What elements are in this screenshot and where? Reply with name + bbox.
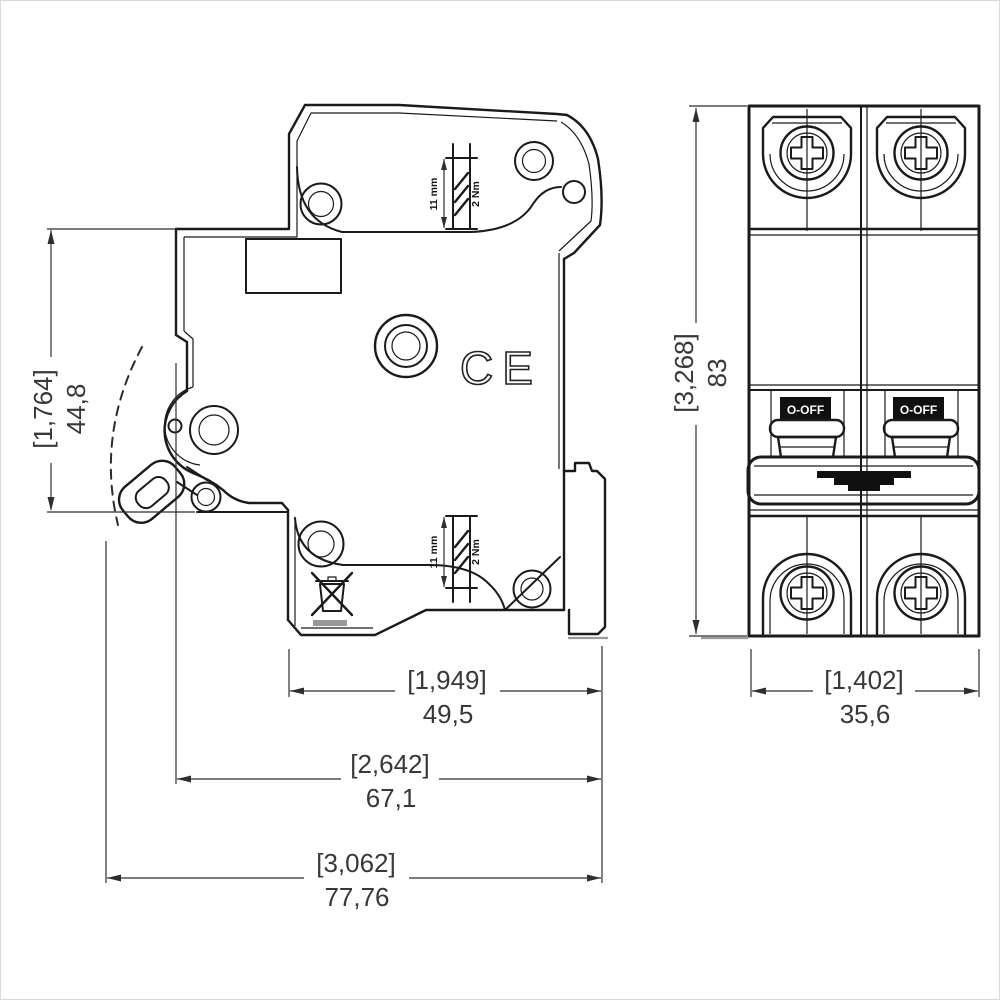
screw-hatch xyxy=(453,171,470,217)
strip-length-label: 11 mm xyxy=(428,536,440,569)
dim-inch: [1,764] xyxy=(28,369,58,449)
center-rivet xyxy=(373,313,439,379)
dim-mm: 77,76 xyxy=(324,882,389,912)
weee-bar xyxy=(313,620,347,626)
dimension-total-width: [3,062] 77,76 xyxy=(105,541,603,912)
weee-icon xyxy=(310,571,354,626)
dim-mm: 44,8 xyxy=(61,384,91,435)
screw-hatch xyxy=(453,529,470,575)
label-recess xyxy=(245,238,342,294)
torque-label: 2 Nm xyxy=(470,539,482,565)
toggle-handle-pole1 xyxy=(768,418,846,459)
handle-tie-bar xyxy=(746,455,981,506)
dim-inch: [3,268] xyxy=(669,333,699,413)
din-foot xyxy=(562,461,607,636)
front-body xyxy=(747,104,981,638)
toggle-travel-arc xyxy=(109,346,143,526)
dim-mm: 83 xyxy=(702,359,732,388)
tie-bar-grip xyxy=(817,471,911,478)
dimension-body-width: [2,642] 67,1 xyxy=(175,363,603,813)
toggle-pivot-boss xyxy=(163,389,195,475)
side-outline xyxy=(163,103,603,637)
dim-inch: [3,062] xyxy=(316,848,396,878)
switch-label-pole2: O-OFF xyxy=(893,397,944,421)
front-view: O-OFF O-OFF xyxy=(701,104,981,640)
phillips-cross xyxy=(904,576,938,610)
dim-mm: 67,1 xyxy=(366,783,417,813)
terminal-detail-top: 11 mm 2 Nm xyxy=(428,143,482,230)
dim-inch: [2,642] xyxy=(350,749,430,779)
ce-mark: CE xyxy=(460,342,542,394)
terminal-clamp-top-right xyxy=(875,115,967,200)
terminal-screw xyxy=(893,125,949,181)
dimension-front-height: [3,268] 83 xyxy=(669,105,747,637)
dim-inch: [1,949] xyxy=(407,665,487,695)
terminal-screw xyxy=(779,125,835,181)
dim-mm: 35,6 xyxy=(840,699,891,729)
torque-label: 2 Nm xyxy=(470,181,482,207)
toggle-handle-pole2 xyxy=(882,418,960,459)
terminal-clamp-bottom-left xyxy=(761,552,853,636)
dimensions: [1,764] 44,8 [1,949] 49,5 [2,642] 67,1 xyxy=(28,105,980,912)
phillips-cross xyxy=(790,576,824,610)
phillips-cross xyxy=(790,136,824,170)
dim-mm: 49,5 xyxy=(423,699,474,729)
strip-length-label: 11 mm xyxy=(428,178,440,211)
terminal-clamp-top-left xyxy=(761,115,853,200)
phillips-cross xyxy=(904,136,938,170)
terminal-screw xyxy=(779,565,835,621)
toggle-lever xyxy=(109,346,208,526)
terminal-clamp-bottom-right xyxy=(875,552,967,636)
rivet-circles xyxy=(167,141,586,609)
dim-inch: [1,402] xyxy=(824,665,904,695)
off-label: O-OFF xyxy=(787,403,824,417)
dimension-base-width: [1,949] 49,5 xyxy=(288,646,603,729)
side-view: CE 11 mm 2 Nm xyxy=(109,103,608,640)
switch-label-pole1: O-OFF xyxy=(780,397,831,421)
off-label: O-OFF xyxy=(900,403,937,417)
terminal-screw xyxy=(893,565,949,621)
dimension-front-width: [1,402] 35,6 xyxy=(750,649,980,729)
terminal-detail-bottom: 11 mm 2 Nm xyxy=(428,515,482,603)
dimension-toggle-height: [1,764] 44,8 xyxy=(28,228,195,513)
